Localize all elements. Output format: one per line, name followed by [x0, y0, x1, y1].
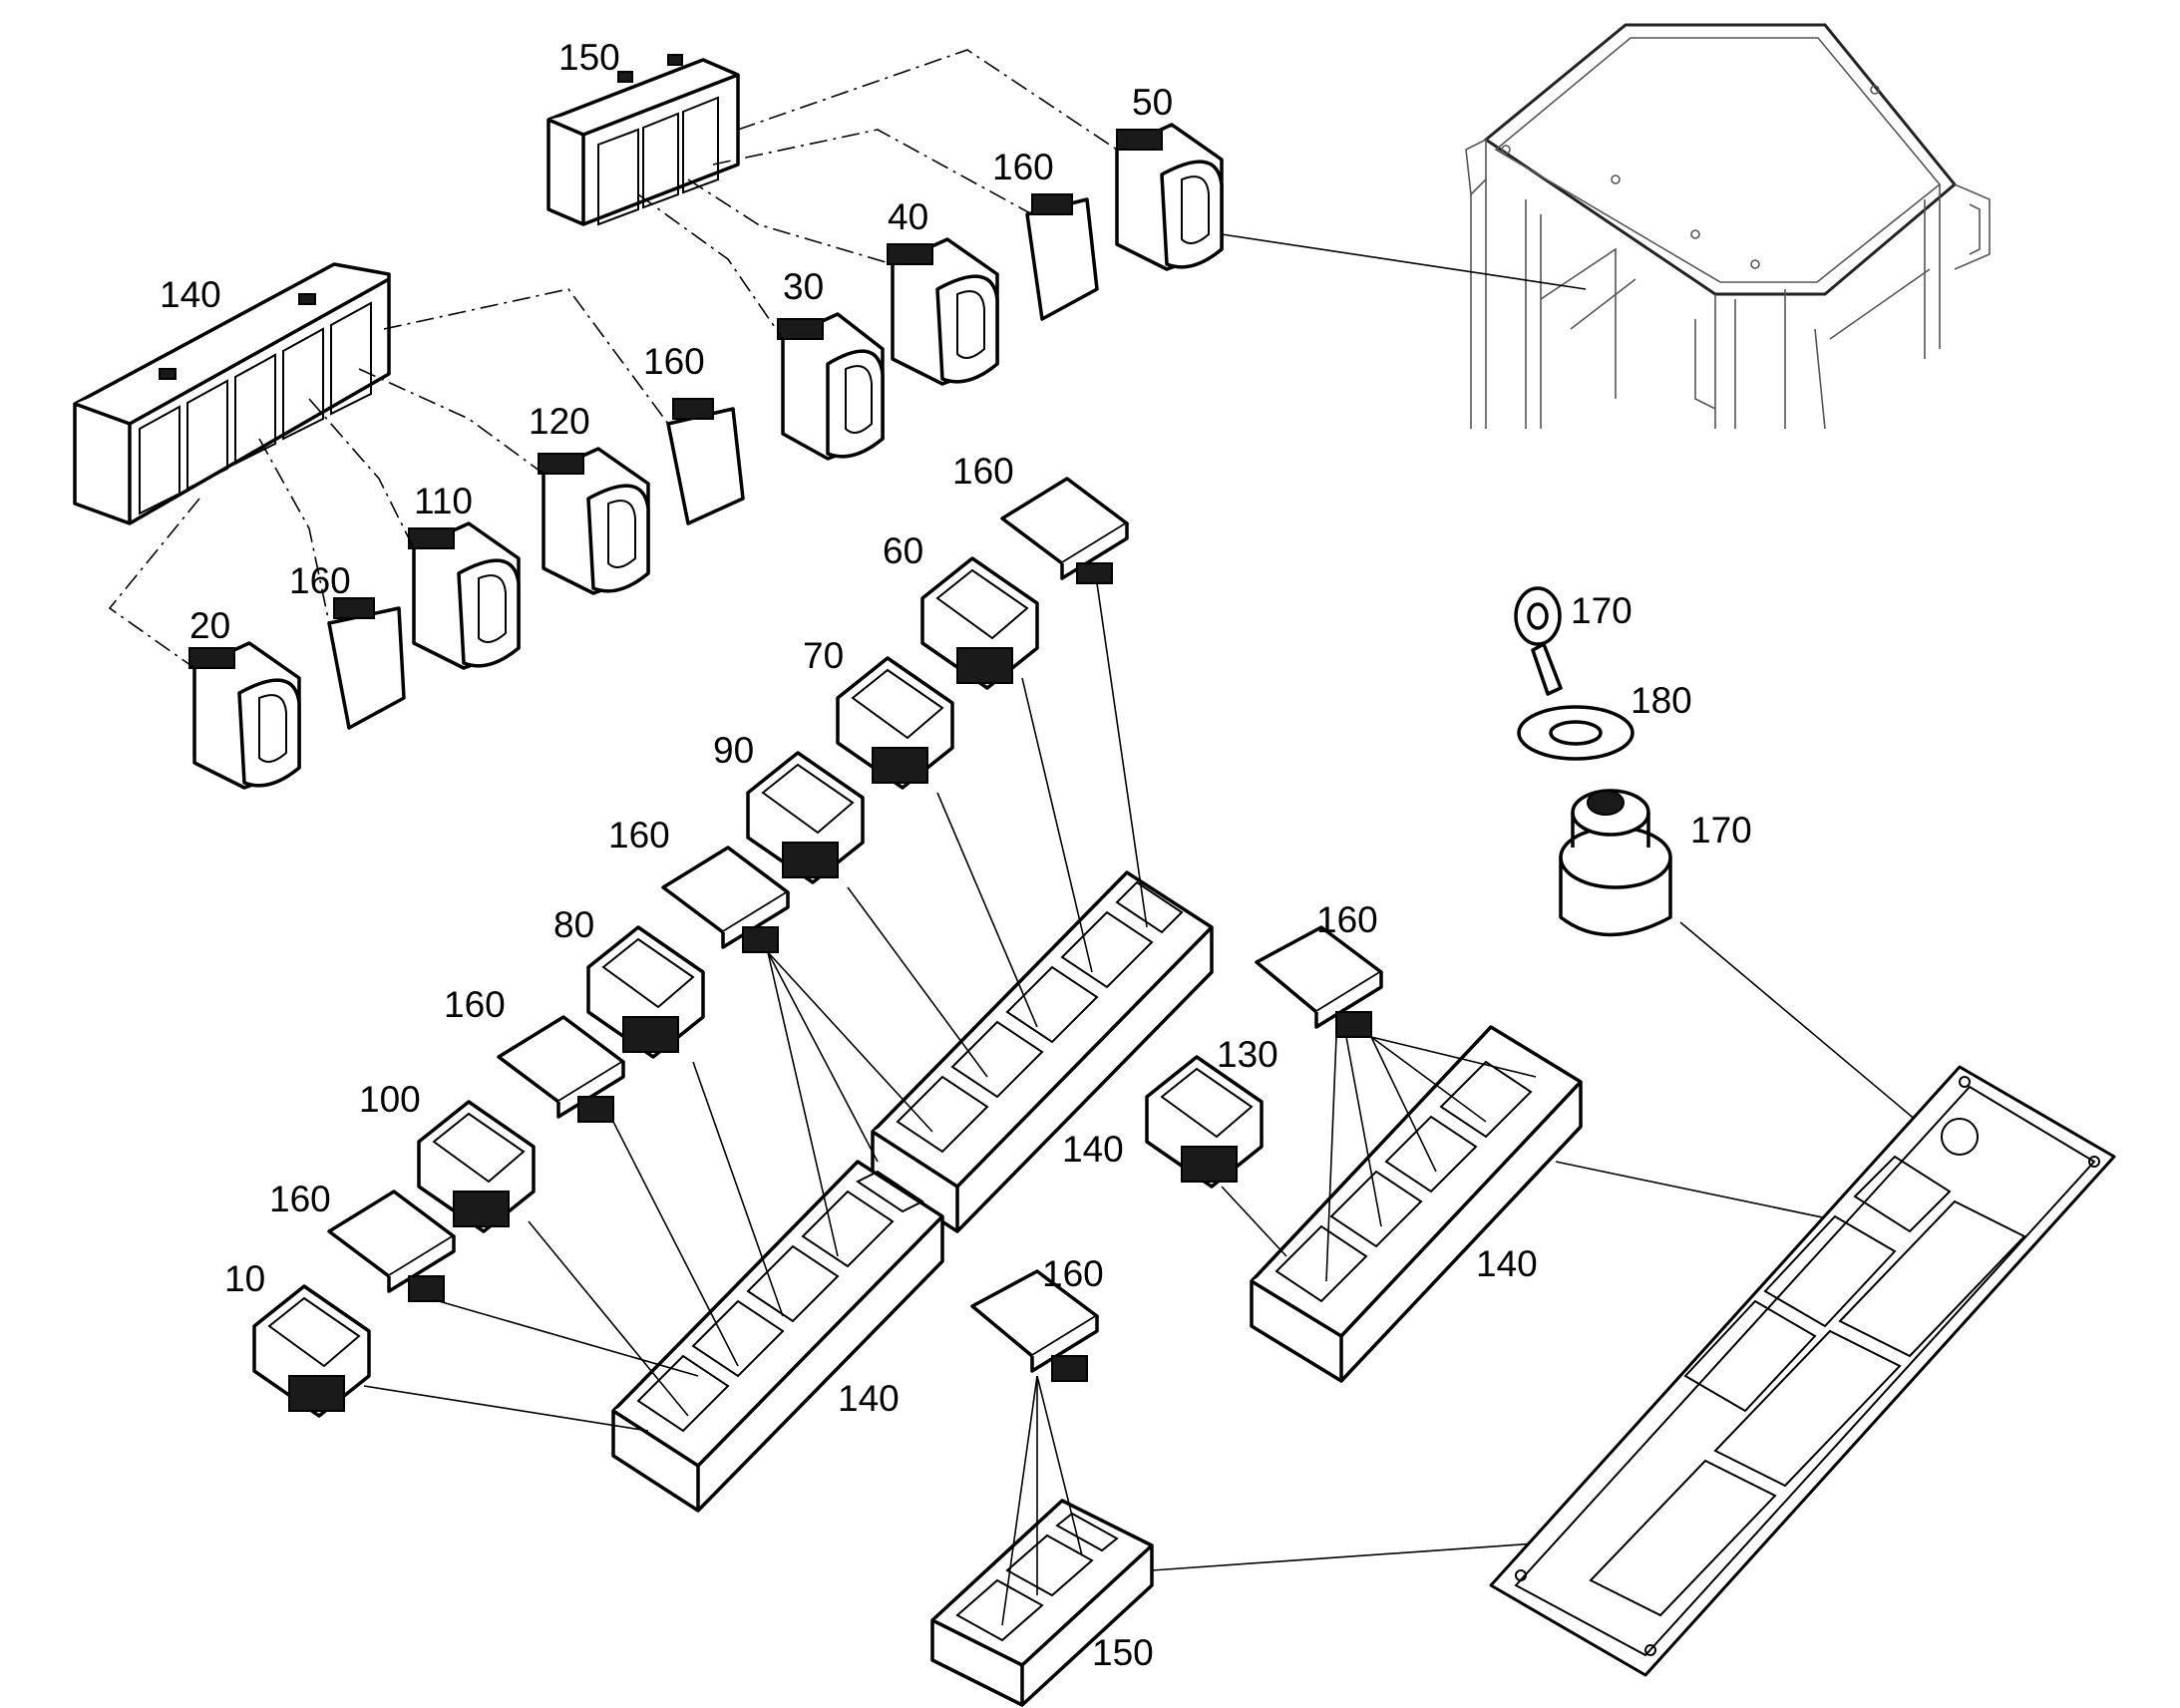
label-160-g: 160 — [269, 1179, 331, 1219]
switch-frame-140-low — [611, 1160, 944, 1513]
blank-cover-160-b — [666, 398, 745, 525]
washer-180 — [1517, 705, 1635, 761]
label-160-h: 160 — [1316, 899, 1378, 940]
ignition-key-170 — [1514, 586, 1563, 696]
label-160-b: 160 — [643, 341, 705, 382]
assembly-lines-top — [108, 49, 1587, 669]
rocker-switch-110 — [408, 521, 521, 670]
dash-panel-plate — [1489, 1065, 2116, 1677]
blank-cover-160-a — [1025, 193, 1099, 321]
label-150-bottom: 150 — [1092, 1632, 1154, 1673]
label-50: 50 — [1132, 82, 1173, 123]
rocker-switch-130 — [1145, 1055, 1264, 1189]
label-90: 90 — [713, 730, 754, 771]
rocker-switch-120 — [538, 447, 650, 595]
rocker-switch-30 — [777, 312, 885, 461]
leader-lines-right — [1221, 921, 1986, 1282]
label-160-i: 160 — [1042, 1253, 1104, 1294]
label-130: 130 — [1217, 1034, 1278, 1075]
label-110: 110 — [414, 481, 473, 521]
label-100: 100 — [359, 1079, 421, 1120]
cab-outline — [1465, 23, 1991, 430]
blank-cover-160-h1 — [327, 1190, 456, 1302]
label-140-right: 140 — [1476, 1243, 1538, 1284]
label-120: 120 — [529, 401, 590, 442]
label-160-e: 160 — [608, 815, 670, 855]
rocker-switch-40 — [887, 237, 999, 386]
rocker-switch-10 — [252, 1284, 371, 1418]
label-160-a: 160 — [992, 147, 1054, 187]
switch-frame-140-right — [1250, 1025, 1583, 1383]
blank-cover-160-right — [1255, 925, 1383, 1038]
ignition-switch-170 — [1559, 789, 1672, 937]
blank-cover-160-f1 — [661, 846, 790, 953]
rocker-switch-70 — [836, 656, 954, 790]
label-40: 40 — [888, 196, 928, 237]
leader-lines-lower-left — [363, 582, 1148, 1432]
label-140-top: 140 — [160, 274, 221, 315]
blank-cover-160-e1 — [1000, 477, 1129, 584]
label-20: 20 — [189, 605, 230, 646]
label-160-d: 160 — [952, 451, 1014, 492]
rocker-switch-90 — [746, 751, 865, 884]
blank-cover-160-c — [327, 597, 406, 730]
label-70: 70 — [803, 635, 844, 676]
rocker-switch-60 — [920, 556, 1039, 690]
switch-frame-140-mid — [871, 870, 1214, 1233]
label-170-key: 170 — [1571, 590, 1633, 631]
label-60: 60 — [883, 530, 923, 571]
label-30: 30 — [783, 266, 824, 307]
label-80: 80 — [553, 904, 594, 945]
blank-cover-160-bottom — [970, 1269, 1099, 1382]
label-150-top: 150 — [558, 37, 620, 78]
rocker-switch-20 — [188, 641, 301, 790]
switch-frame-140-top — [73, 262, 391, 525]
switch-frame-150-top — [546, 54, 740, 226]
label-160-f: 160 — [444, 984, 506, 1025]
label-170-switch: 170 — [1690, 810, 1752, 851]
rocker-switch-80 — [586, 925, 705, 1059]
label-10: 10 — [224, 1258, 265, 1299]
label-140-mid: 140 — [1062, 1129, 1124, 1170]
label-160-c: 160 — [289, 560, 351, 601]
label-140-low: 140 — [838, 1378, 900, 1419]
rocker-switch-50 — [1115, 123, 1224, 271]
rocker-switch-100 — [417, 1100, 536, 1233]
blank-cover-160-g1 — [497, 1015, 625, 1123]
label-180: 180 — [1631, 680, 1692, 721]
switch-frame-150-bottom — [930, 1499, 1154, 1707]
